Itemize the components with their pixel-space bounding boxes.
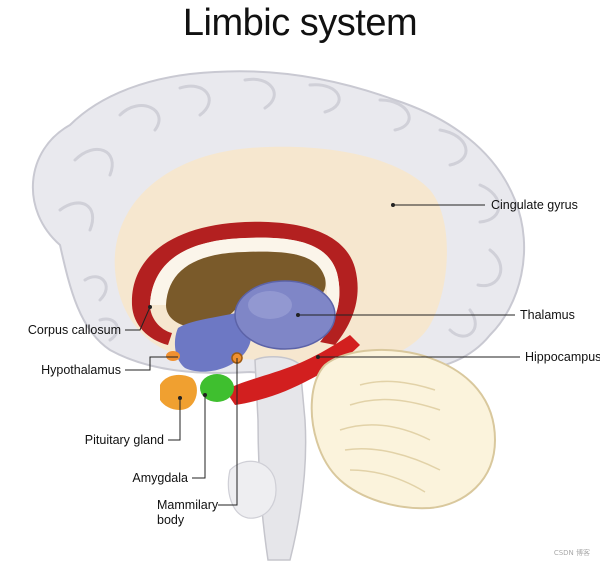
- watermark: CSDN 博客: [553, 549, 590, 557]
- arbor-vitae: [339, 380, 441, 493]
- label-hippocampus: Hippocampus: [525, 350, 600, 364]
- label-hypothalamus: Hypothalamus: [41, 363, 121, 377]
- amygdala-shape: [200, 374, 234, 402]
- pons: [227, 460, 277, 519]
- lateral-ventricle: [166, 251, 326, 329]
- label-thalamus: Thalamus: [520, 308, 575, 322]
- leader-lines: [125, 204, 520, 506]
- diagram-title: Limbic system: [182, 2, 418, 44]
- label-mammilary-body-line2: body: [157, 513, 185, 527]
- label-mammilary-body-line1: Mammilary: [157, 498, 219, 512]
- leader-dots: [148, 203, 395, 400]
- label-amygdala: Amygdala: [132, 471, 188, 485]
- label-pituitary-gland: Pituitary gland: [84, 433, 164, 447]
- label-cingulate-gyrus: Cingulate gyrus: [491, 198, 578, 212]
- label-corpus-callosum: Corpus callosum: [27, 323, 121, 337]
- pituitary-gland-shape: [160, 374, 197, 411]
- corpus-callosum-shape: [131, 221, 358, 345]
- optic-chiasm: [166, 351, 180, 361]
- thalamus-highlight: [248, 291, 292, 319]
- hippocampus-shape: [225, 335, 360, 405]
